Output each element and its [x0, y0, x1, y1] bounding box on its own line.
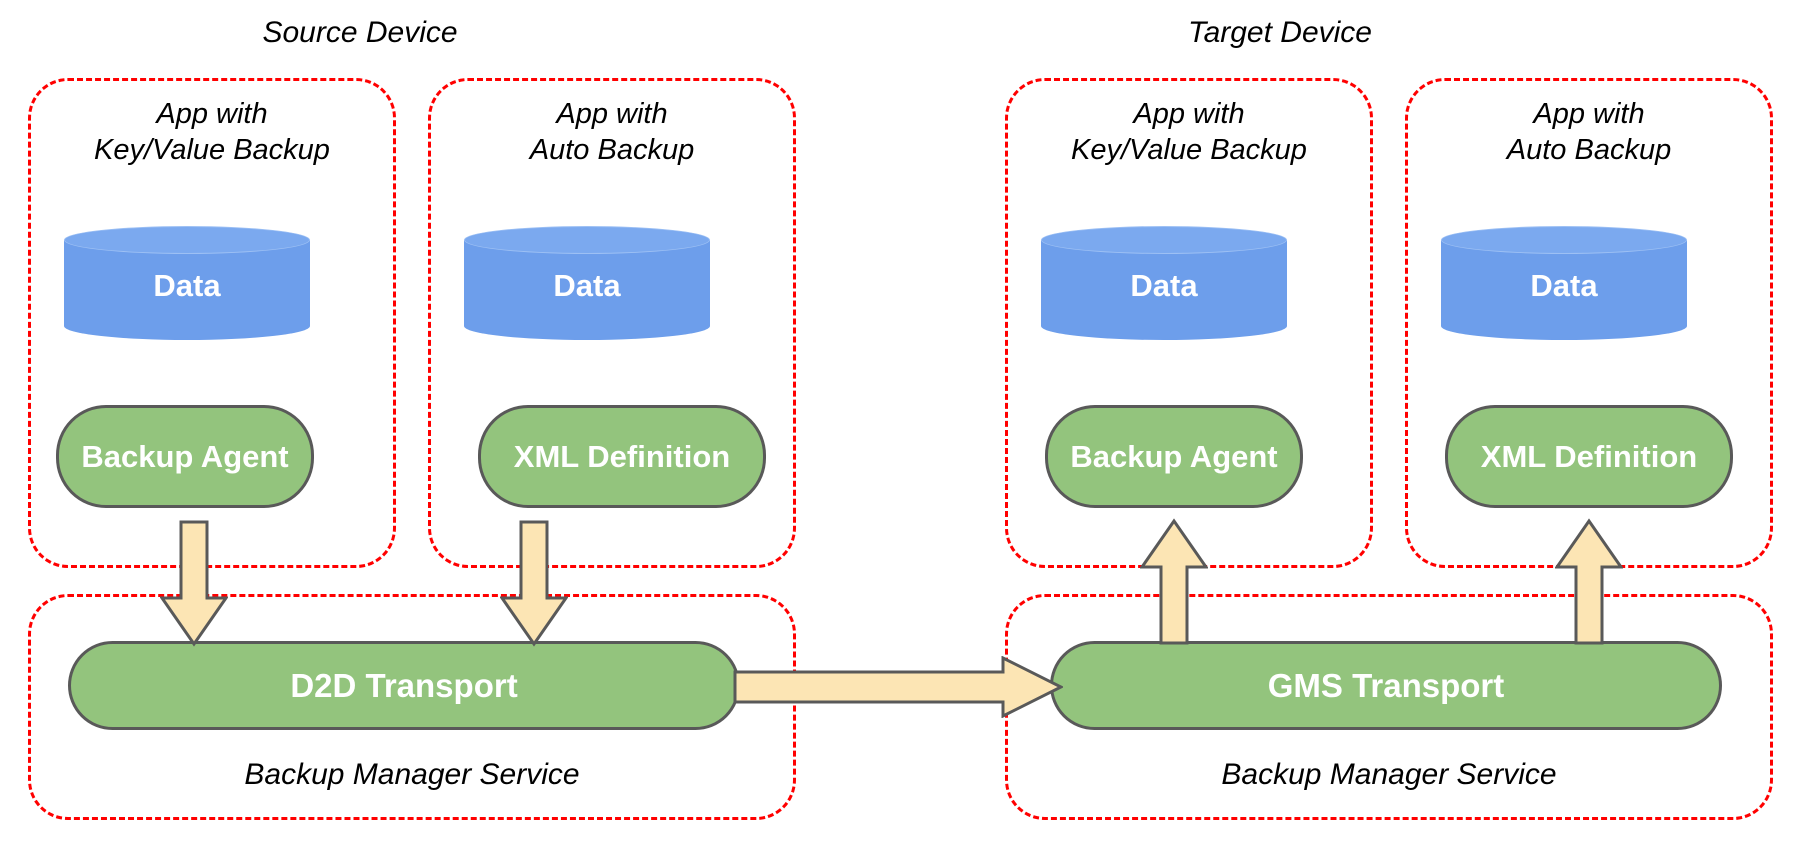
source-app-keyvalue-container: [28, 78, 396, 568]
cylinder-body: [464, 240, 710, 326]
database-label: Data: [1130, 267, 1198, 303]
target-app-autobackup-database: Data: [1441, 226, 1687, 340]
database-label: Data: [553, 267, 621, 303]
source-app-autobackup-container: [428, 78, 796, 568]
target-backup-manager-service-caption: Backup Manager Service: [1221, 758, 1557, 791]
source-app-keyvalue-caption: App with Key/Value Backup: [94, 98, 330, 166]
source-app-autobackup-caption: App with Auto Backup: [529, 98, 695, 166]
target-app-autobackup-caption: App with Auto Backup: [1506, 98, 1672, 166]
cylinder-body: [1441, 240, 1687, 326]
d2d-transport-bar[interactable]: D2D Transport: [68, 641, 740, 730]
source-backup-manager-service-container: [28, 594, 796, 820]
gms-transport-bar[interactable]: GMS Transport: [1050, 641, 1722, 730]
arrow-down-xml-definition-to-d2d: [500, 520, 568, 647]
cylinder-body: [64, 240, 310, 326]
arrow-down-backup-agent-to-d2d: [160, 520, 228, 647]
cylinder-top-ellipse: [1441, 226, 1687, 254]
target-app-keyvalue-caption: App with Key/Value Backup: [1071, 98, 1307, 166]
source-app-keyvalue-database: Data: [64, 226, 310, 340]
arrow-right-d2d-to-gms: [733, 656, 1063, 718]
cylinder-top-ellipse: [64, 226, 310, 254]
target-device-title: Target Device: [1188, 16, 1372, 49]
source-backup-manager-service-caption: Backup Manager Service: [244, 758, 580, 791]
source-xml-definition-component[interactable]: XML Definition: [478, 405, 766, 508]
arrow-up-gms-to-xml-definition: [1555, 518, 1623, 645]
source-backup-agent-component[interactable]: Backup Agent: [56, 405, 314, 508]
source-device-title: Source Device: [262, 16, 458, 49]
database-label: Data: [1530, 267, 1598, 303]
cylinder-top-ellipse: [1041, 226, 1287, 254]
database-label: Data: [153, 267, 221, 303]
cylinder-top-ellipse: [464, 226, 710, 254]
target-backup-agent-component[interactable]: Backup Agent: [1045, 405, 1303, 508]
cylinder-body: [1041, 240, 1287, 326]
arrow-up-gms-to-backup-agent: [1140, 518, 1208, 645]
target-xml-definition-component[interactable]: XML Definition: [1445, 405, 1733, 508]
source-app-autobackup-database: Data: [464, 226, 710, 340]
target-app-keyvalue-database: Data: [1041, 226, 1287, 340]
